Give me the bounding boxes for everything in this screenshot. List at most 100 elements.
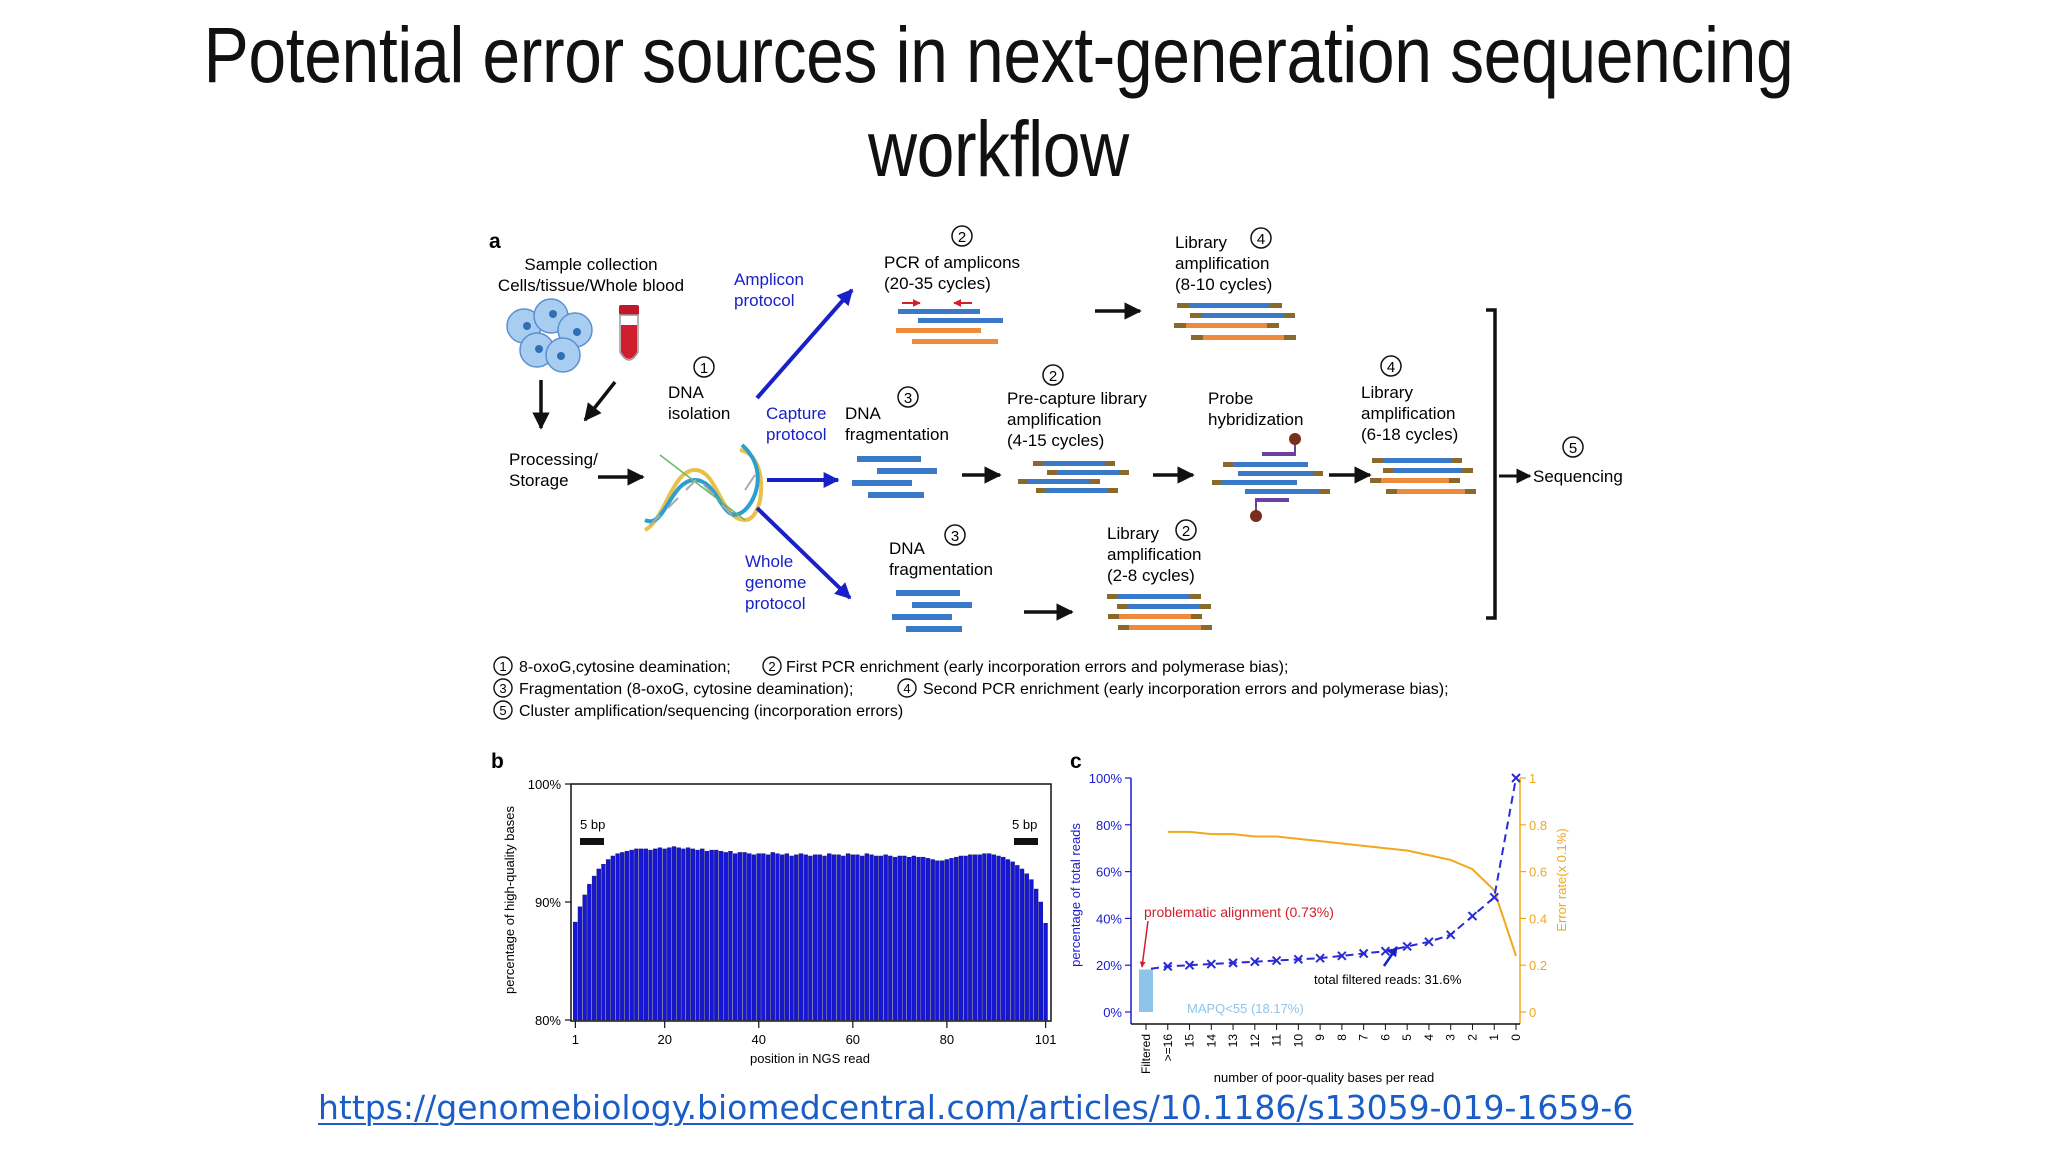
bar-position-30: [709, 849, 714, 1021]
bar-position-78: [935, 860, 940, 1021]
b-xtick-label: 40: [752, 1032, 766, 1047]
bar-position-14: [634, 848, 639, 1021]
annotation-problematic: problematic alignment (0.73%): [1144, 904, 1334, 920]
bar-position-51: [808, 855, 813, 1021]
dna-frag-wg-label-2: fragmentation: [889, 560, 993, 579]
bar-position-13: [629, 849, 634, 1021]
c-y2label: Error rate(x 0.1%): [1554, 828, 1569, 931]
bar-position-45: [780, 854, 785, 1021]
svg-text:2: 2: [958, 229, 966, 246]
bar-position-54: [822, 855, 827, 1021]
bar-position-57: [836, 854, 841, 1021]
reads-point-3: [1445, 930, 1456, 940]
amplicon-fragments: [896, 299, 1003, 344]
bar-position-76: [925, 858, 931, 1021]
dna-isolation-label-1: DNA: [668, 383, 705, 402]
bar-position-101: [1043, 923, 1048, 1021]
circle-number-2-amplicon: 2: [951, 225, 973, 247]
c-xtick-label: 14: [1204, 1034, 1218, 1048]
b-xtick-label: 101: [1035, 1032, 1057, 1047]
c-xtick-label: 4: [1422, 1034, 1436, 1041]
c-xtick-label: 13: [1226, 1034, 1240, 1048]
reads-point-15: [1184, 960, 1195, 970]
bar-position-90: [991, 854, 996, 1021]
bar-position-23: [676, 847, 681, 1021]
bar-position-84: [963, 855, 968, 1021]
b-ylabel: percentage of high-quality bases: [502, 806, 517, 994]
bar-position-53: [817, 854, 822, 1021]
c-ytick-label: 0%: [1103, 1005, 1122, 1020]
arrow-tube-down: [583, 380, 617, 422]
bar-position-94: [1010, 861, 1015, 1021]
bar-position-65: [874, 855, 879, 1021]
bar-position-1: [573, 921, 578, 1021]
bar-position-87: [977, 854, 982, 1021]
lib-amp-wg-label-1: Library: [1107, 524, 1159, 543]
reads-point-0: [1511, 773, 1521, 783]
bar-position-58: [841, 855, 846, 1021]
bar-position-56: [831, 854, 837, 1021]
bar-position-9: [610, 855, 616, 1021]
b-xlabel: position in NGS read: [750, 1051, 870, 1066]
svg-text:5: 5: [499, 703, 506, 718]
b-ytick-label: 100%: [528, 777, 562, 792]
bar-position-36: [737, 852, 743, 1021]
circle-number-3-capture: 3: [897, 386, 919, 408]
circle-number-5-sequencing: 5: [1562, 436, 1584, 458]
capture-label-2: protocol: [766, 425, 826, 444]
bar-position-16: [643, 848, 648, 1021]
bar-position-83: [958, 855, 964, 1021]
bar-position-3: [582, 894, 587, 1021]
total-arrow: [1382, 946, 1399, 967]
bar-position-92: [1001, 856, 1006, 1021]
dna-helix-icon: [643, 443, 764, 532]
bar-position-64: [869, 854, 874, 1021]
svg-text:3: 3: [499, 681, 506, 696]
bar-position-73: [911, 855, 917, 1021]
bar-position-17: [648, 849, 653, 1021]
bar-position-2: [577, 906, 583, 1021]
panel-c-axes: 0%20%40%60%80%100%00.20.40.60.81Filtered…: [1068, 771, 1569, 1085]
reads-point-4: [1424, 937, 1434, 947]
reads-point-9: [1315, 953, 1325, 963]
panel-b-bars: [573, 846, 1048, 1021]
b-xtick-label: 80: [940, 1032, 954, 1047]
bar-position-12: [624, 851, 630, 1021]
c-y2tick-label: 0.2: [1529, 958, 1547, 973]
bar-position-100: [1038, 901, 1043, 1021]
problematic-arrow: [1139, 920, 1149, 968]
dna-frag-wg-label-1: DNA: [889, 539, 926, 558]
circle-number-1-isolation: 1: [693, 356, 715, 378]
c-xtick-label: 3: [1444, 1034, 1458, 1041]
bar-position-99: [1033, 888, 1039, 1021]
circle-number-3-wg: 3: [944, 524, 966, 546]
legend-2a: Fragmentation (8-oxoG, cytosine deaminat…: [519, 681, 853, 698]
bar-position-42: [765, 854, 771, 1021]
arrow-whole-genome: [755, 506, 852, 600]
dna-isolation-label-2: isolation: [668, 404, 730, 423]
page-title: Potential error sources in next-generati…: [199, 8, 1799, 196]
bar-position-24: [681, 848, 686, 1021]
c-xtick-label: >=16: [1161, 1034, 1175, 1062]
bar-position-21: [667, 847, 672, 1021]
reads-point-8: [1337, 951, 1347, 961]
precapture-label-1: Pre-capture library: [1007, 389, 1147, 408]
source-link[interactable]: https://genomebiology.biomedcentral.com/…: [318, 1088, 1634, 1127]
whole-genome-label-1: Whole: [745, 552, 793, 571]
bar-position-35: [733, 853, 738, 1021]
bar-position-10: [615, 853, 620, 1021]
bar-position-11: [620, 852, 625, 1021]
reads-line: [1150, 777, 1517, 970]
c-xtick-label: 2: [1465, 1034, 1479, 1041]
svg-text:3: 3: [951, 528, 959, 545]
c-xtick-label: Filtered: [1139, 1034, 1153, 1074]
legend-1b: First PCR enrichment (early incorporatio…: [786, 659, 1288, 676]
c-ytick-label: 40%: [1096, 911, 1122, 926]
bar-position-46: [784, 853, 790, 1021]
capture-fragments: [852, 456, 937, 498]
lib-amp-capture-label-3: (6-18 cycles): [1361, 425, 1458, 444]
panel-b-label: b: [491, 750, 504, 773]
bar-position-5: [591, 875, 597, 1021]
lib-amp-top-label-2: amplification: [1175, 254, 1270, 273]
